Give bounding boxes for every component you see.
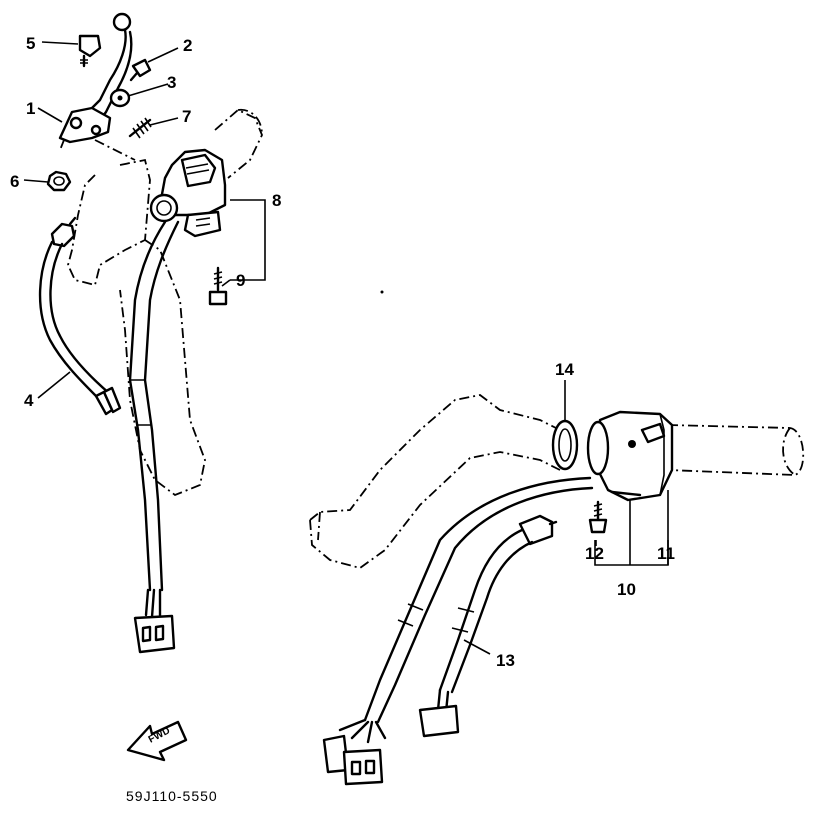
callout-3: 3 (167, 73, 177, 92)
callout-6: 6 (10, 172, 20, 191)
callout-14: 14 (555, 360, 574, 379)
callout-5: 5 (26, 34, 36, 53)
drawing-code: 59J110-5550 (126, 788, 218, 804)
leader-lines (23, 41, 669, 655)
bracket-part-10-11 (594, 490, 669, 566)
washer-part-3 (109, 88, 131, 108)
lever-part-1 (58, 12, 133, 144)
knob-part-5 (78, 34, 102, 68)
left-harness (128, 220, 180, 654)
callout-10: 10 (617, 580, 636, 599)
callout-8: 8 (272, 191, 282, 210)
stray-mark (380, 290, 384, 294)
lead-part-13 (418, 514, 558, 738)
ring-part-14 (551, 419, 579, 471)
right-lever-outline (309, 394, 561, 569)
bolt-part-9 (208, 266, 228, 306)
callout-1: 1 (26, 99, 36, 118)
spring-part-7 (128, 117, 152, 139)
callout-7: 7 (182, 107, 192, 126)
left-switch-housing-part-8 (149, 148, 227, 238)
bracket-part-8 (230, 199, 266, 281)
callout-9: 9 (236, 271, 246, 290)
screw-part-12 (588, 500, 608, 534)
right-switch-housing-part-10 (586, 410, 674, 502)
callout-11: 11 (657, 544, 675, 563)
callout-2: 2 (183, 36, 193, 55)
screw-part-2 (129, 58, 152, 82)
switch-lead-part-4 (38, 216, 122, 416)
left-grip-outline (214, 108, 263, 179)
callout-12: 12 (585, 544, 604, 563)
forward-arrow (126, 720, 188, 762)
callout-13: 13 (496, 651, 515, 670)
callout-4: 4 (24, 391, 34, 410)
right-harness (322, 476, 594, 786)
nut-part-6 (46, 170, 72, 192)
right-grip-outline (667, 424, 805, 476)
